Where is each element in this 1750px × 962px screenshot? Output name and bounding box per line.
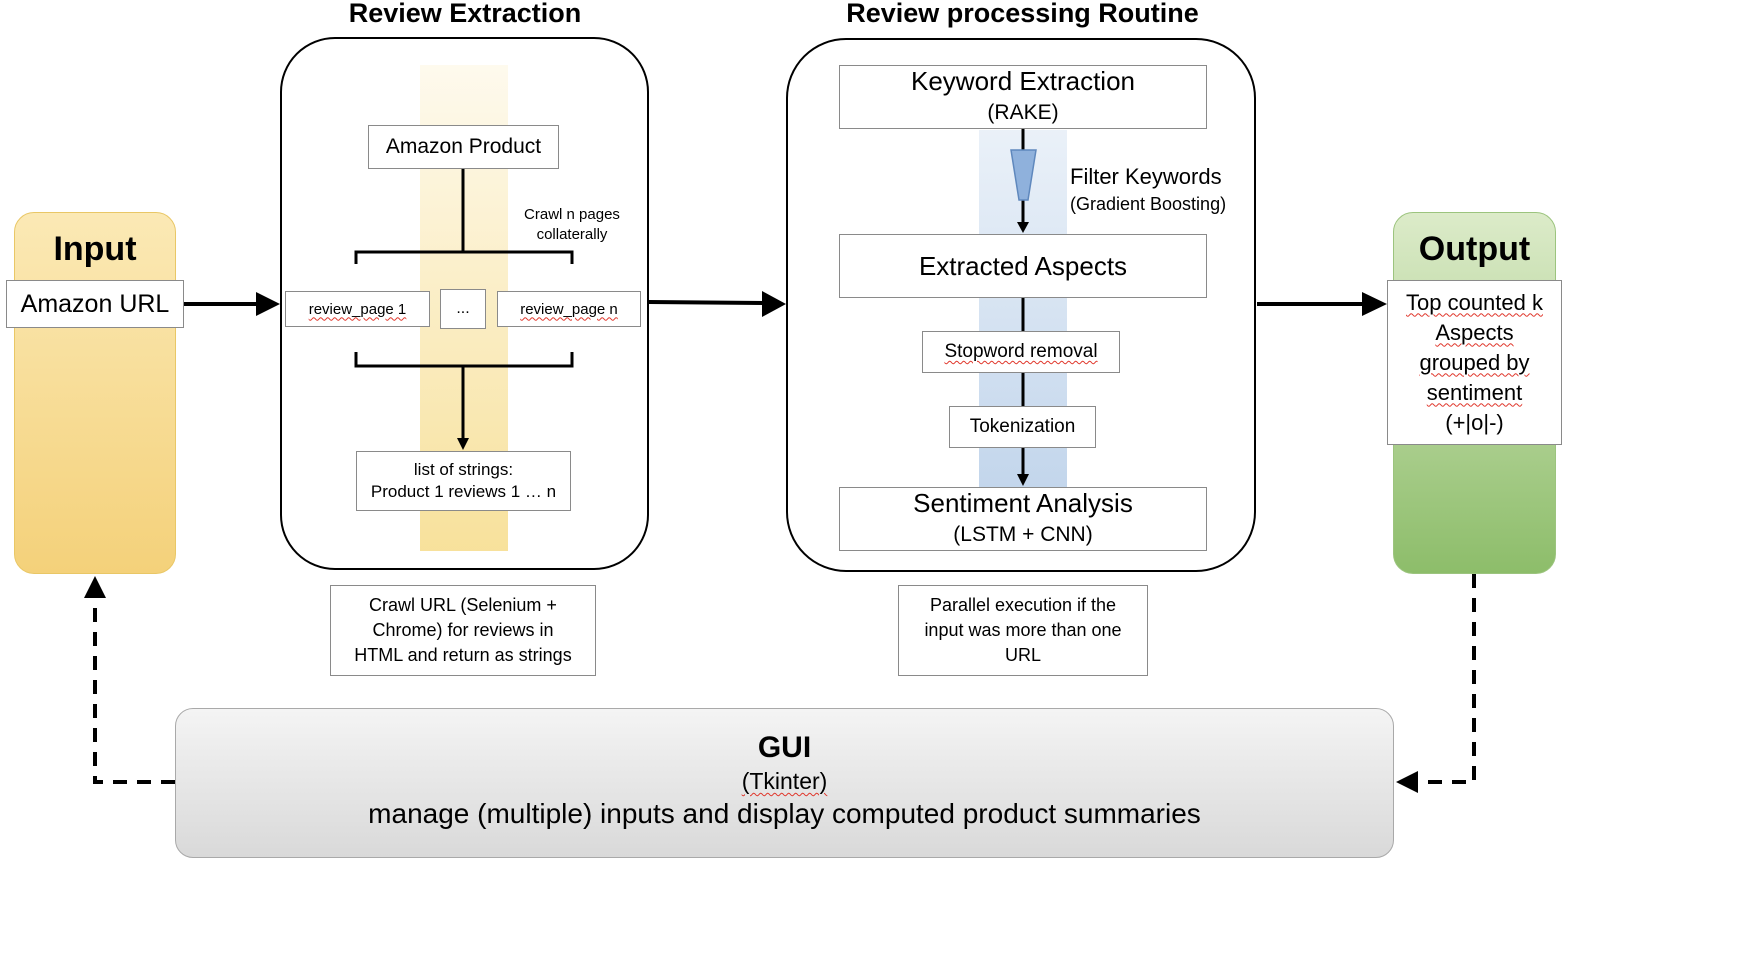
output-result-line-4: sentiment (1426, 379, 1523, 405)
extracted-aspects-box: Extracted Aspects (839, 234, 1207, 298)
gui-subtitle: (Tkinter) (741, 768, 828, 794)
amazon-product-box: Amazon Product (368, 125, 559, 169)
sentiment-analysis-title: Sentiment Analysis (913, 488, 1133, 518)
keyword-extraction-title: Keyword Extraction (911, 66, 1135, 96)
review-processing-heading: Review processing Routine (846, 0, 1199, 28)
crawl-note: Crawl n pages collaterally (508, 205, 636, 245)
gui-panel (175, 708, 1394, 858)
amazon-url-label: Amazon URL (20, 289, 170, 318)
stopword-removal-box: Stopword removal (922, 331, 1120, 373)
amazon-product-label: Amazon Product (385, 135, 542, 158)
output-to-gui-dashed-arrow (1396, 574, 1476, 793)
output-result-line-1: Top counted k (1406, 289, 1543, 315)
stopword-removal-label: Stopword removal (944, 341, 1098, 362)
review-strings-line-1: list of strings: (413, 460, 514, 479)
review-strings-line-2: Product 1 reviews 1 … n (370, 482, 557, 501)
filter-keywords-method: (Gradient Boosting) (1070, 194, 1227, 214)
gui-text: GUI (Tkinter) manage (multiple) inputs a… (175, 730, 1394, 832)
product-to-pages-brace (354, 168, 574, 264)
review-page-first-box: review_page 1 (285, 291, 430, 327)
extraction-caption-line-3: HTML and return as strings (354, 645, 572, 665)
aspects-to-sentiment-arrow (1017, 297, 1029, 486)
review-page-last-box: review_page n (497, 291, 641, 327)
review-page-last-label: review_page n (520, 300, 618, 318)
crawl-note-line-1: Crawl n pages (524, 206, 620, 223)
amazon-url-box: Amazon URL (6, 280, 184, 328)
gui-title: GUI (757, 731, 812, 764)
output-result-line-5: (+|o|-) (1445, 409, 1504, 435)
processing-caption-line-3: URL (1004, 645, 1041, 665)
gui-to-input-dashed-arrow (84, 576, 175, 784)
keyword-extraction-box: Keyword Extraction (RAKE) (839, 65, 1207, 129)
review-page-ellipsis-box: ... (440, 289, 486, 329)
output-result-line-2: Aspects (1435, 319, 1514, 345)
review-page-first-label: review_page 1 (308, 300, 407, 318)
filter-funnel-icon (1010, 149, 1037, 201)
keyword-extraction-method: (RAKE) (987, 101, 1059, 124)
extraction-caption-line-1: Crawl URL (Selenium + (369, 595, 557, 615)
pages-to-list-brace (354, 352, 574, 450)
output-result-box: Top counted k Aspects grouped by sentime… (1387, 280, 1562, 445)
crawl-note-line-2: collaterally (536, 226, 608, 243)
arrow-processing-to-output (1257, 292, 1387, 316)
output-result-line-3: grouped by (1419, 349, 1530, 375)
input-panel (14, 212, 176, 574)
filter-keywords-note: Filter Keywords (Gradient Boosting) (1070, 162, 1250, 216)
input-title: Input (53, 230, 137, 268)
review-page-ellipsis-label: ... (456, 300, 470, 317)
extracted-aspects-label: Extracted Aspects (918, 250, 1128, 281)
processing-caption-line-2: input was more than one (924, 620, 1122, 640)
sentiment-analysis-method: (LSTM + CNN) (953, 523, 1093, 546)
processing-caption-box: Parallel execution if the input was more… (898, 585, 1148, 676)
arrow-input-to-extraction (184, 292, 280, 316)
extraction-caption-box: Crawl URL (Selenium + Chrome) for review… (330, 585, 596, 676)
processing-caption-line-1: Parallel execution if the (929, 595, 1117, 615)
arrow-extraction-to-processing (648, 291, 786, 317)
tokenization-box: Tokenization (949, 406, 1096, 448)
review-strings-box: list of strings: Product 1 reviews 1 … n (356, 451, 571, 511)
extraction-caption-line-2: Chrome) for reviews in (372, 620, 554, 640)
filter-keywords-title: Filter Keywords (1070, 164, 1222, 189)
sentiment-analysis-box: Sentiment Analysis (LSTM + CNN) (839, 487, 1207, 551)
output-title: Output (1418, 230, 1531, 268)
review-extraction-heading: Review Extraction (348, 0, 582, 28)
gui-description: manage (multiple) inputs and display com… (368, 798, 1201, 829)
tokenization-label: Tokenization (969, 416, 1076, 437)
